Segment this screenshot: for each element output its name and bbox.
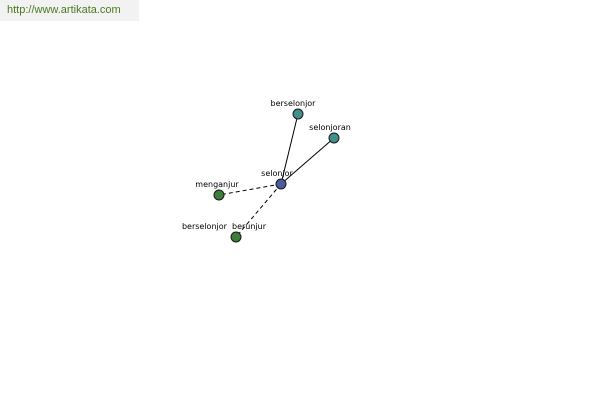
node-label-selonjor: selonjor [261,169,293,178]
edge-selonjor-berselonjor-berunjur [235,183,282,238]
site-watermark-link[interactable]: http://www.artikata.com [0,0,139,21]
edge-selonjor-menganjur [218,183,282,196]
node-label-menganjur: menganjur [195,180,239,189]
node-dot-berselonjor[interactable] [292,108,304,120]
node-label-berselonjor-berunjur: berselonjor berunjur [182,222,267,231]
node-dot-menganjur[interactable] [213,189,225,201]
node-dot-selonjoran[interactable] [328,132,340,144]
node-label-berselonjor: berselonjor [271,99,317,108]
node-menganjur[interactable]: menganjur [195,180,239,201]
node-berselonjor[interactable]: berselonjor [271,99,317,120]
edge-selonjor-selonjoran [280,137,335,185]
node-dot-selonjor[interactable] [275,178,287,190]
node-label-selonjoran: selonjoran [309,123,351,132]
node-selonjor[interactable]: selonjor [261,169,294,190]
nodes-layer: selonjor berselonjor selonjoran menganjur be… [182,99,351,243]
node-dot-berselonjor-berunjur[interactable] [230,231,242,243]
node-selonjoran[interactable]: selonjoran [309,123,351,144]
node-berselonjor-berunjur[interactable]: berselonjor berunjur [182,222,267,243]
edges-layer [218,113,335,238]
edge-selonjor-berselonjor [280,113,299,185]
